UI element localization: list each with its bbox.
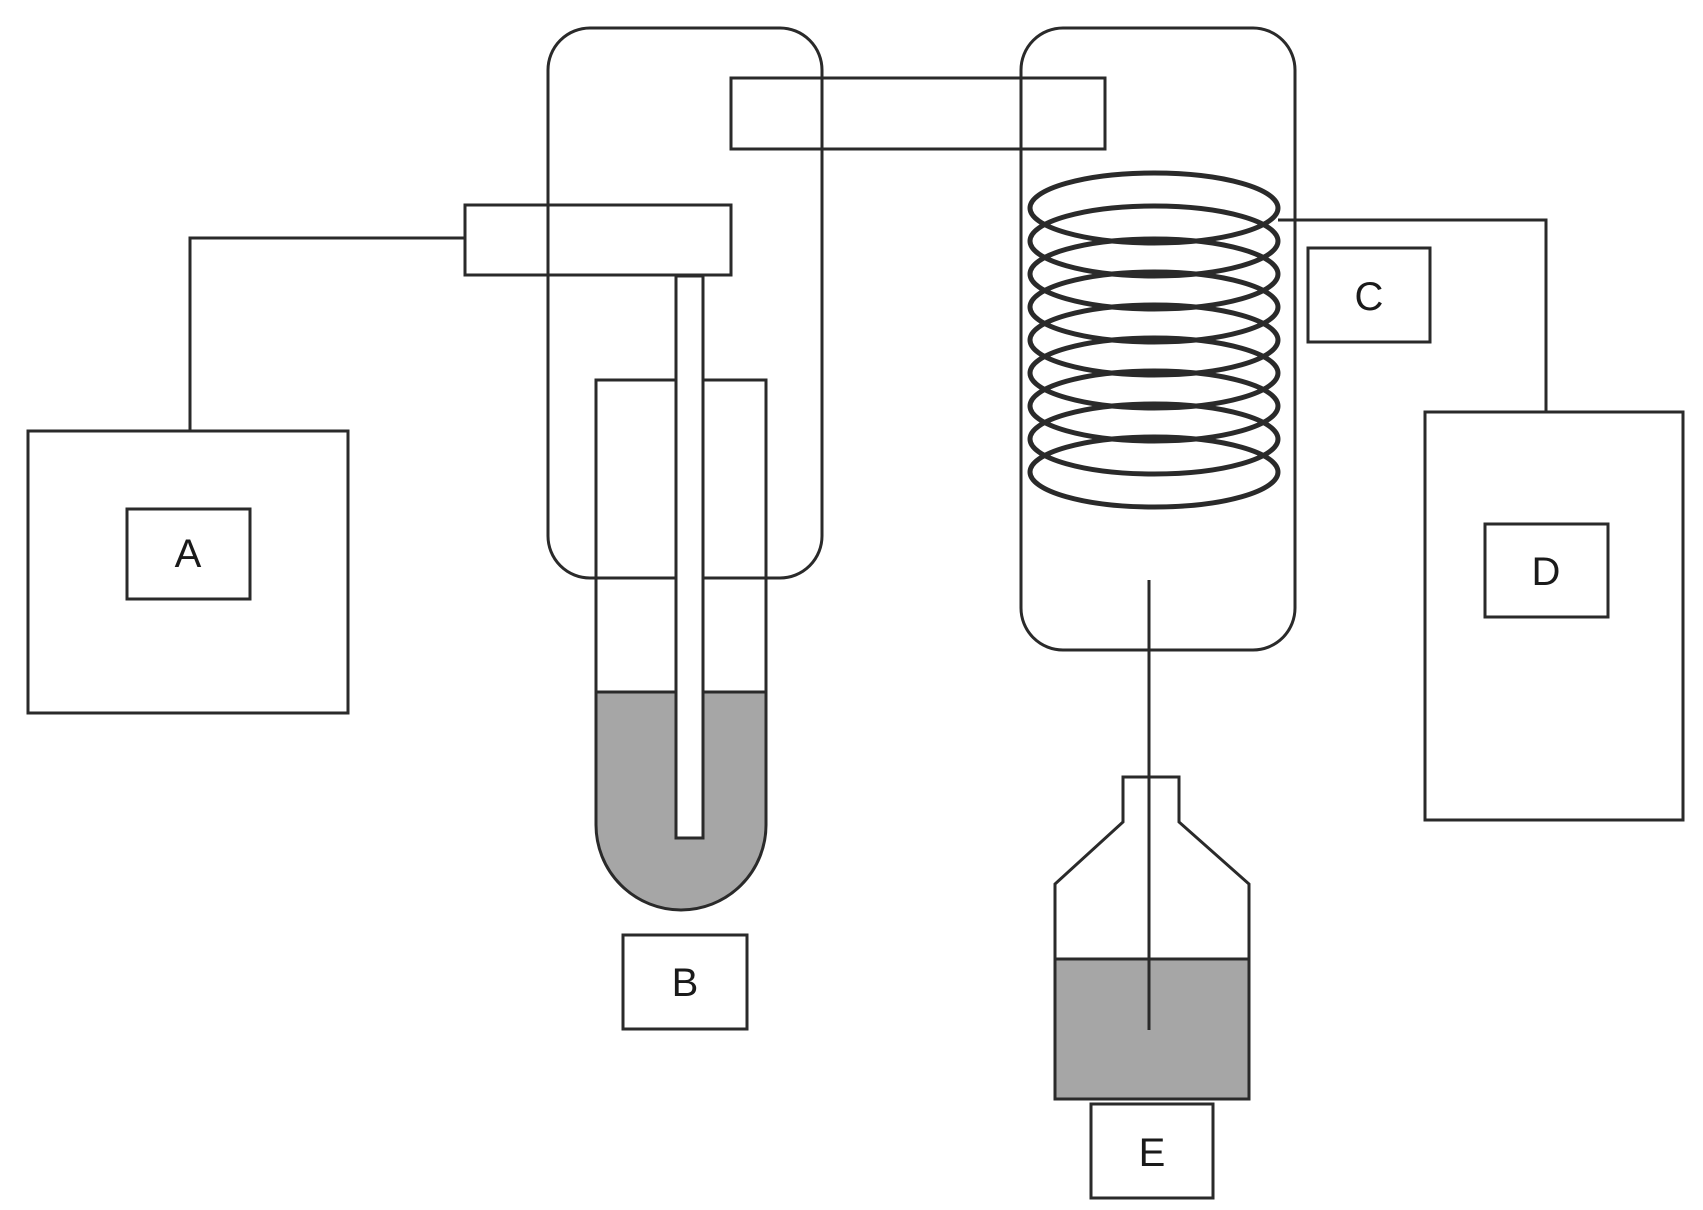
coil-turn [1027,401,1281,477]
unit-a-housing [26,429,350,715]
unit-a-connecting-line [188,236,465,431]
coil-to-d-line [1278,218,1548,412]
coil-turn [1027,335,1281,411]
tube-b [594,378,768,912]
right-chamber-assembly [1019,26,1548,1030]
coil-turn [1027,368,1281,444]
collection-bottle [1053,775,1251,1101]
coil-turn [1027,302,1281,378]
unit-b-label-box [621,933,749,1031]
bottle-liquid [1055,959,1249,1099]
coil-turn [1027,434,1281,510]
unit-d-housing [1423,410,1685,822]
label-d: D [1532,550,1561,594]
horizontal-connector-top [729,76,1107,151]
collection-bottle-assembly [1053,775,1251,1200]
coil-turn [1027,236,1281,312]
unit-e-label-box [1089,1102,1215,1200]
unit-c-label-box [1306,246,1432,344]
label-b: B [672,961,699,1005]
coil-turn [1027,269,1281,345]
coil-turn [1027,170,1281,246]
coil-turn [1027,203,1281,279]
unit-d [1423,410,1685,822]
coil [1027,170,1281,510]
probe-rod [674,274,705,840]
label-e: E [1139,1131,1166,1175]
horizontal-connector-left [463,203,733,277]
label-c: C [1355,275,1384,319]
label-a: A [175,532,202,576]
left-chamber-assembly [463,26,1107,1031]
right-chamber [1019,26,1297,652]
unit-a-label-box [125,507,252,601]
unit-a [26,236,465,715]
unit-d-label-box [1483,522,1610,619]
